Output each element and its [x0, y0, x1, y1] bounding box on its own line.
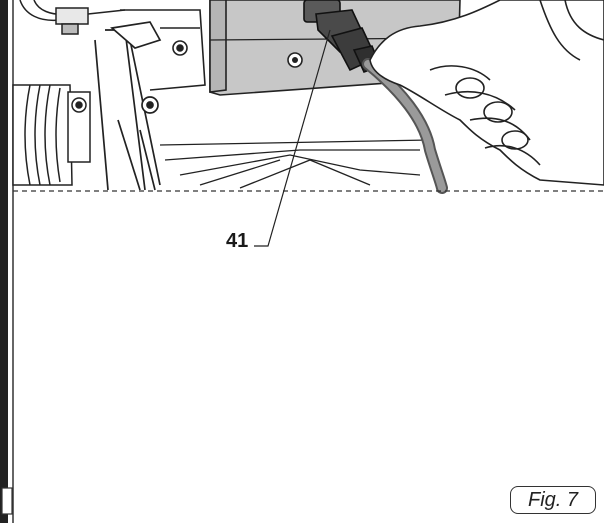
support-struts: [94, 21, 162, 191]
hand: [369, 0, 604, 186]
ribbed-housing: [12, 84, 91, 186]
cable-bundle-top-left: [19, 0, 126, 35]
power-cable-outline: [364, 60, 446, 192]
callout-number-41: 41: [226, 230, 249, 252]
base-lines: [159, 139, 431, 189]
left-border-bar: [0, 0, 8, 523]
panel-screw: [287, 52, 303, 68]
bottom-left-mark: [1, 487, 13, 515]
figure-label: Fig. 7: [510, 486, 596, 514]
callout-leader-line: [254, 29, 331, 247]
mounting-bracket: [120, 9, 206, 91]
